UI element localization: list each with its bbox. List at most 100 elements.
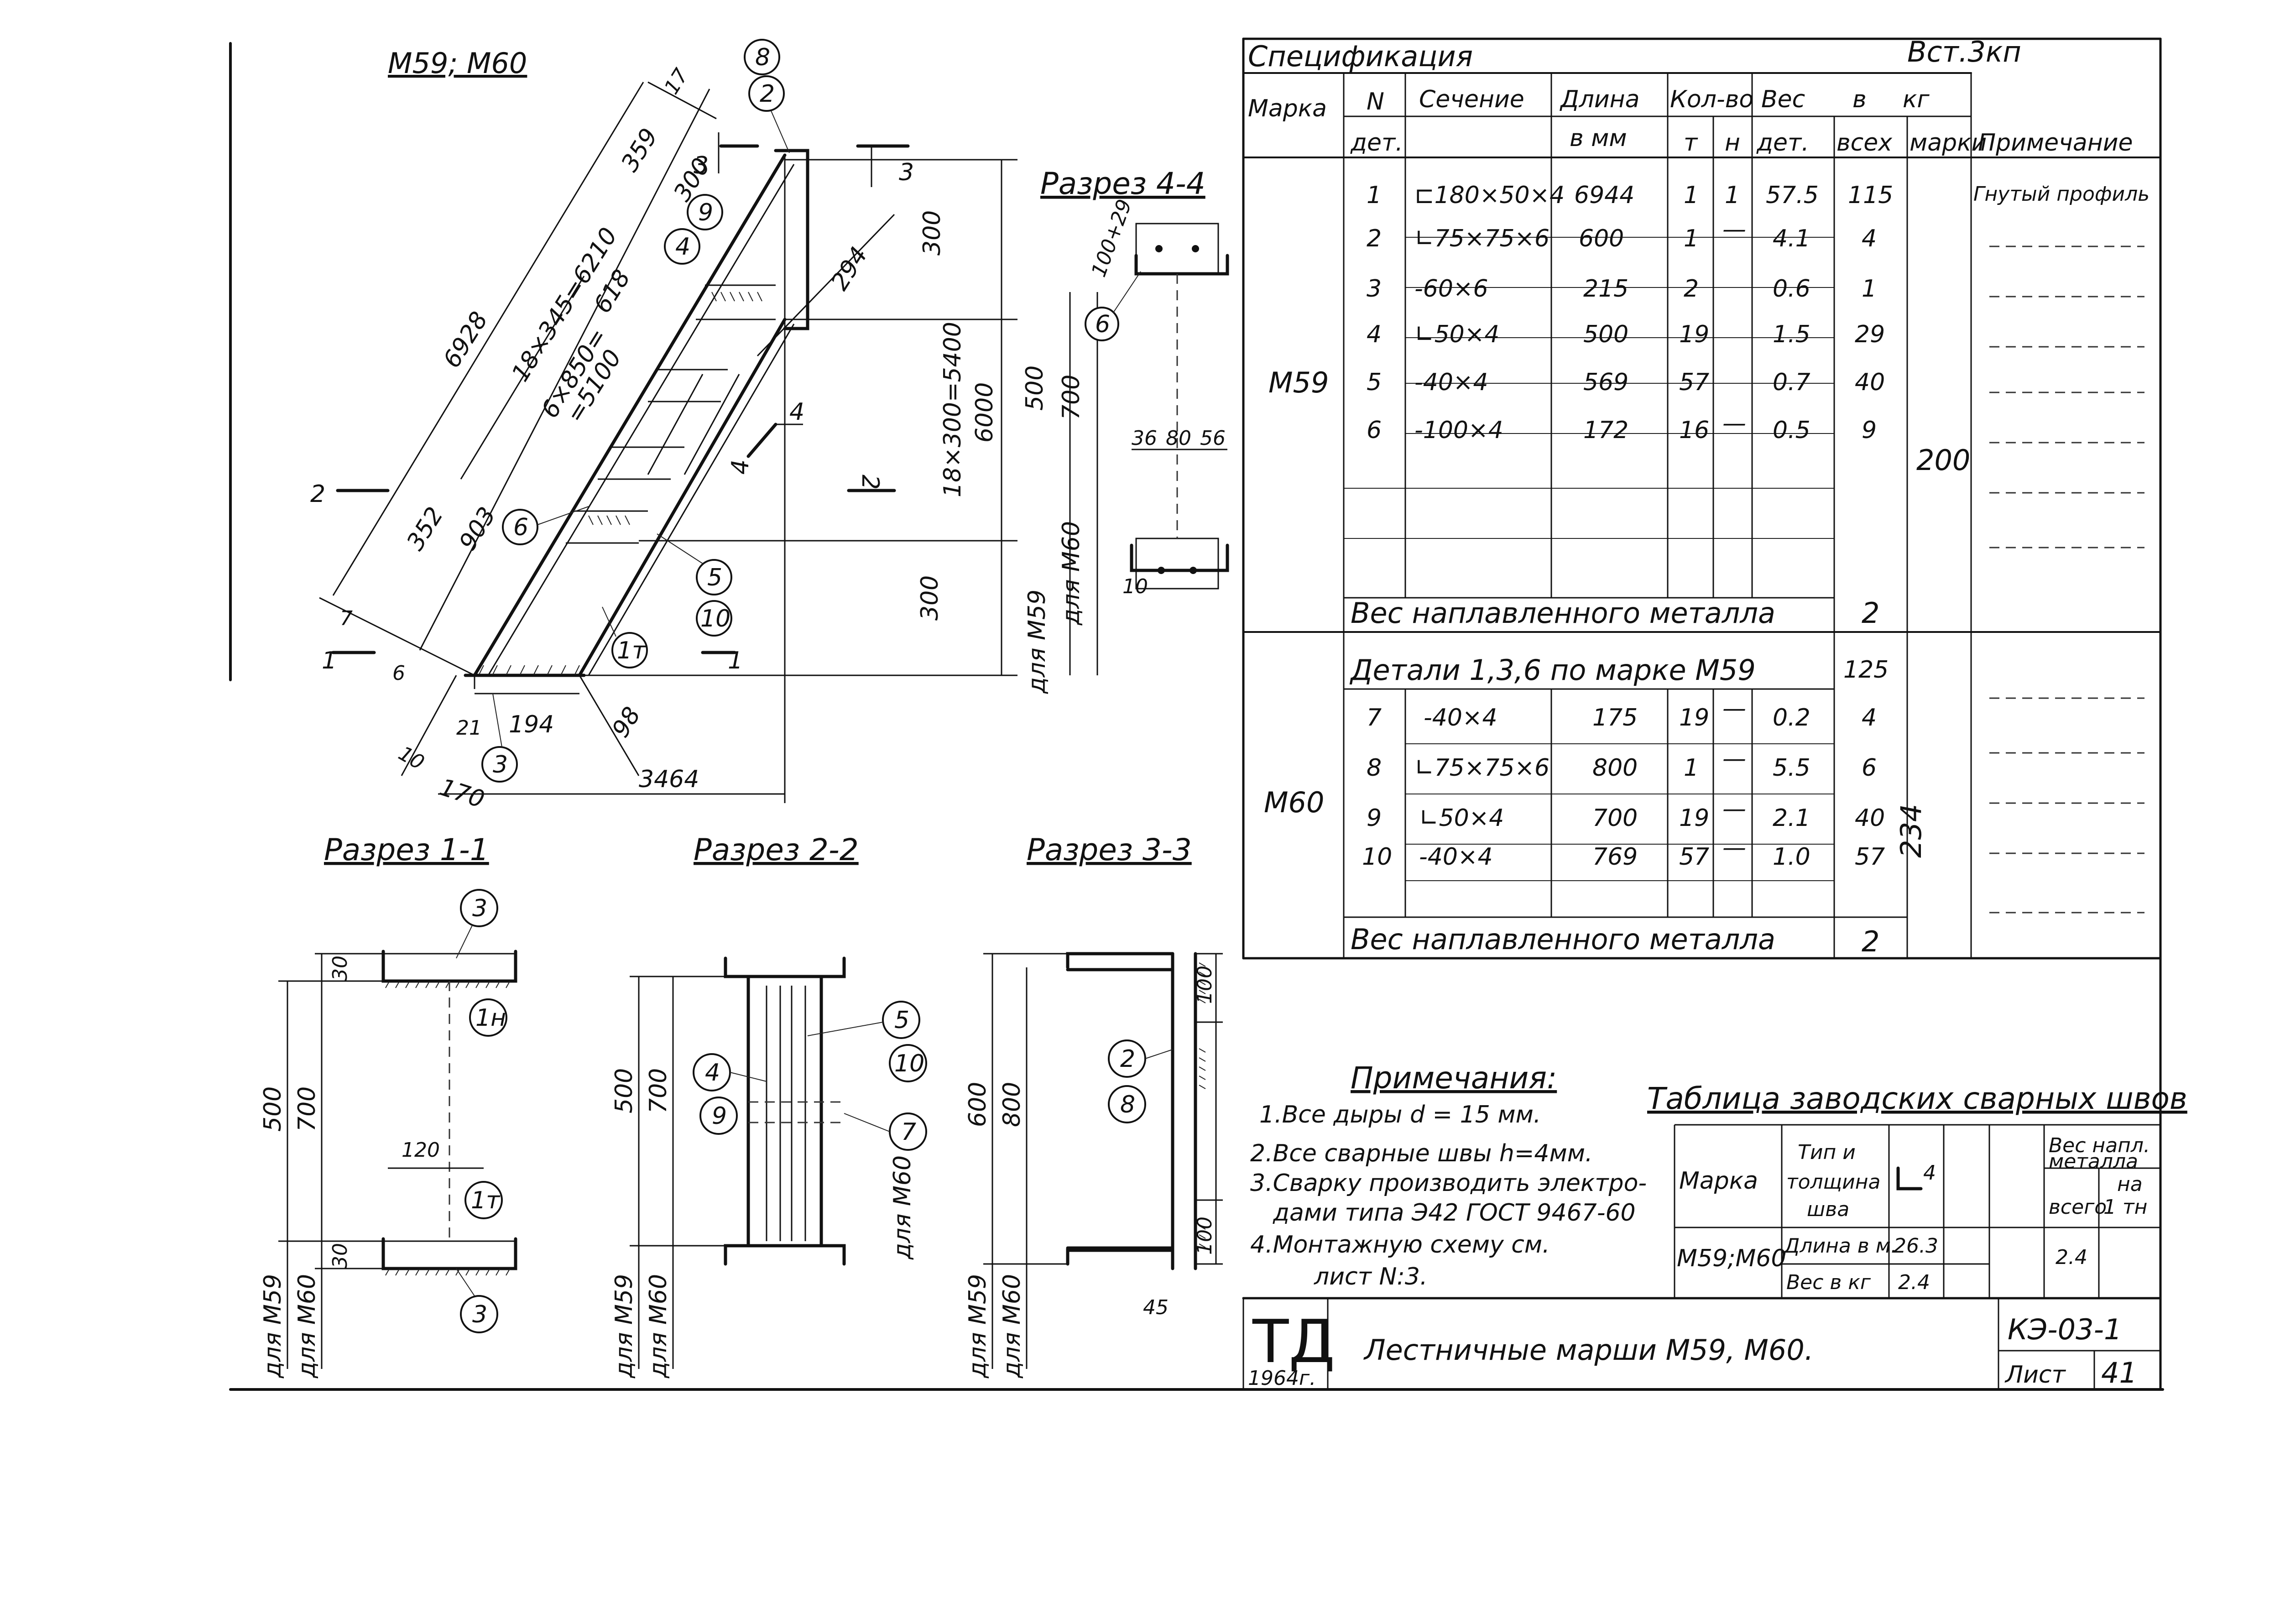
dim-10: 10: [395, 742, 428, 774]
dim-294: 294: [826, 242, 873, 295]
m59-row-6: 6 -100×4 172 16 — 0.5 9: [1367, 410, 1877, 444]
cell-t: 2: [1684, 275, 1699, 303]
cell-n: 9: [1367, 804, 1382, 832]
sheet-border: [229, 37, 2164, 1391]
cell-len: 600: [1579, 225, 1624, 252]
cell-len: 800: [1592, 754, 1638, 782]
cell-wd: 0.6: [1773, 275, 1810, 303]
cut-3-left: 3: [694, 152, 709, 179]
cell-h: —: [1722, 410, 1746, 437]
m59-weld-val: 2: [1862, 596, 1879, 630]
cell-t: 57: [1679, 843, 1709, 871]
balloon-1t: 1т: [617, 637, 647, 664]
m60-row-9: 9 ∟50×4 700 19 — 2.1 40: [1367, 795, 1885, 832]
cell-wd: 57.5: [1766, 182, 1819, 209]
dim-10-44: 10: [1122, 575, 1148, 598]
cell-n: 6: [1367, 417, 1382, 444]
dim-18x300: 18×300=5400: [939, 322, 966, 497]
m59-row-3: 3 -60×6 215 2 0.6 1: [1367, 275, 1877, 303]
m59-row-4: 4 ∟50×4 500 19 1.5 29: [1367, 321, 1885, 348]
m60-ref: Детали 1,3,6 по марке М59: [1349, 653, 1756, 687]
weld-thick: толщина: [1786, 1170, 1880, 1194]
cell-t: 1: [1684, 225, 1699, 252]
weld-wt-val: 2.4: [1898, 1271, 1930, 1294]
hdr-t: т: [1684, 129, 1698, 157]
label-m59-44: для М59: [1023, 590, 1051, 694]
cell-t: 1: [1684, 182, 1699, 209]
dim-903: 903: [454, 502, 501, 555]
weld-title: Таблица заводских сварных швов: [1647, 1081, 2187, 1116]
cell-wd: 4.1: [1773, 225, 1810, 252]
m59-row-2: 2 ∟75×75×6 600 1 — 4.1 4: [1367, 216, 1877, 252]
cell-sec: -40×4: [1419, 843, 1493, 871]
cut-2-right: 2: [856, 475, 884, 490]
cell-h: 1: [1725, 182, 1740, 209]
m59-row-5: 5 -40×4 569 57 0.7 40: [1367, 369, 1885, 396]
m59-weld-label: Вес наплавленного металла: [1351, 596, 1775, 630]
spec-title: Спецификация: [1248, 40, 1473, 73]
label-m60-44: для М60: [1058, 521, 1085, 626]
cut-4-right: 4: [789, 398, 804, 426]
cell-wd: 1.5: [1773, 321, 1810, 348]
dim-300b: 300: [918, 210, 946, 256]
cell-wa: 1: [1862, 275, 1877, 303]
main-elevation: М59; М60: [310, 39, 1017, 814]
hdr-det: дет.: [1350, 129, 1403, 157]
balloon-2-33: 2: [1120, 1045, 1135, 1073]
tread-frames: [566, 284, 776, 544]
notes-title: Примечания:: [1351, 1060, 1557, 1096]
balloon-5a: 5: [707, 564, 722, 591]
dim-80: 80: [1166, 427, 1191, 450]
balloon-1n: 1н: [475, 1004, 506, 1032]
hdr-length: Длина: [1560, 86, 1640, 113]
spec-table: Спецификация Вст.3кп Марка N дет. Сечени…: [1242, 35, 2162, 960]
weld-table: Таблица заводских сварных швов Марка Тип…: [1647, 1081, 2187, 1298]
cell-wa: 115: [1848, 182, 1893, 209]
dim-300c: 300: [916, 575, 944, 621]
note-3b: дами типа Э42 ГОСТ 9467-60: [1273, 1199, 1636, 1227]
balloons: 8 2 9 4 6 5 10 1т 3: [481, 39, 790, 783]
dim-352: 352: [402, 502, 449, 555]
sheet-name: Лестничные марши М59, М60.: [1363, 1333, 1814, 1367]
dim-98: 98: [607, 702, 646, 742]
balloon-8a: 8: [755, 44, 770, 71]
cell-wd: 0.7: [1773, 369, 1810, 396]
year: 1964г.: [1248, 1367, 1316, 1390]
dim-359: 359: [616, 124, 663, 177]
balloon-8-33: 8: [1120, 1091, 1135, 1118]
weld-marks: [479, 292, 762, 675]
cell-sec: ∟50×4: [1419, 804, 1504, 832]
cell-n: 5: [1367, 369, 1382, 396]
hdr-wdet: дет.: [1756, 129, 1809, 157]
cell-n: 10: [1362, 843, 1392, 871]
balloon-3-11b: 3: [472, 1301, 487, 1328]
balloon-4a: 4: [675, 233, 690, 261]
cell-n: 4: [1367, 321, 1382, 348]
dimension-lines: [319, 81, 1017, 803]
dim-170: 170: [436, 773, 488, 814]
balloon-10a: 10: [700, 605, 730, 632]
weld-type: Тип и: [1798, 1141, 1856, 1164]
note-4: 4.Монтажную схему см.: [1250, 1231, 1550, 1258]
label-m60-11: для М60: [293, 1274, 321, 1379]
cell-t: 19: [1679, 704, 1709, 731]
cell-t: 19: [1679, 804, 1709, 832]
label-m59-33: для М59: [964, 1274, 991, 1379]
cut-2-left: 2: [310, 480, 325, 508]
cell-len: 215: [1583, 275, 1628, 303]
cell-h: —: [1722, 695, 1746, 722]
hdr-h: н: [1725, 129, 1740, 157]
label-m59-11: для М59: [259, 1274, 287, 1379]
cell-t: 1: [1684, 754, 1699, 782]
cell-wa: 4: [1862, 225, 1877, 252]
cell-len: 569: [1583, 369, 1628, 396]
notes: Примечания: 1.Все дыры d = 15 мм. 2.Все …: [1250, 1060, 1647, 1290]
dim-120-11: 120: [402, 1138, 440, 1162]
label-m60-22: для М60: [889, 1155, 916, 1260]
weld-shva: шва: [1807, 1198, 1849, 1221]
section-2-2: Разрез 2-2 500 700 5 10 4 9 7 для М60 дл…: [610, 832, 927, 1379]
dim-45-33: 45: [1143, 1296, 1169, 1319]
hdr-marka: Марка: [1248, 95, 1327, 122]
cell-wd: 0.5: [1773, 417, 1810, 444]
